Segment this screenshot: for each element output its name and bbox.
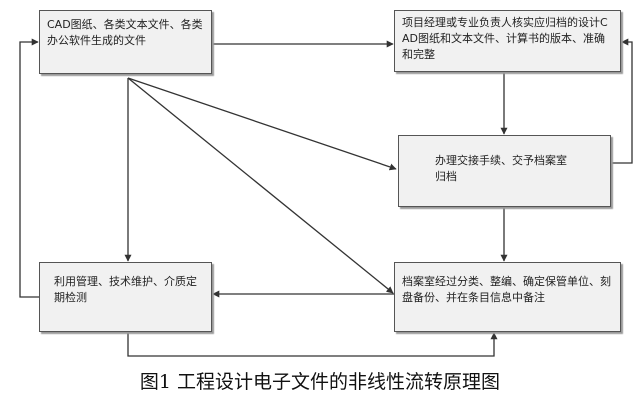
node-verify-files: 项目经理或专业负责人核实应归档的设计CAD图纸和文本文件、计算书的版本、准确和完… — [394, 10, 621, 72]
arrow-use-to-source — [19, 38, 39, 298]
figure-caption: 图1 工程设计电子文件的非线性流转原理图 — [139, 371, 501, 393]
arrow-source-to-archive — [127, 77, 394, 294]
arrow-transfer-to-collect — [612, 38, 633, 164]
arrow-use-to-archive — [127, 332, 498, 357]
node-use-management: 利用管理、技术维护、介质定期检测 — [39, 262, 212, 332]
arrow-source-to-transfer — [127, 77, 397, 171]
node-archive-processing-text: 档案室经过分类、整编、确定保管单位、刻盘备份、并在条目信息中备注 — [402, 275, 611, 304]
node-use-management-text: 利用管理、技术维护、介质定期检测 — [54, 275, 197, 304]
node-handover-text: 办理交接手续、交予档案室归档 — [435, 154, 567, 183]
node-source-files: CAD图纸、各类文本文件、各类办公软件生成的文件 — [39, 10, 212, 74]
node-handover: 办理交接手续、交予档案室归档 — [398, 135, 611, 207]
node-source-files-text: CAD图纸、各类文本文件、各类办公软件生成的文件 — [47, 18, 203, 47]
node-archive-processing: 档案室经过分类、整编、确定保管单位、刻盘备份、并在条目信息中备注 — [394, 262, 621, 332]
node-verify-files-text: 项目经理或专业负责人核实应归档的设计CAD图纸和文本文件、计算书的版本、准确和完… — [402, 16, 608, 61]
